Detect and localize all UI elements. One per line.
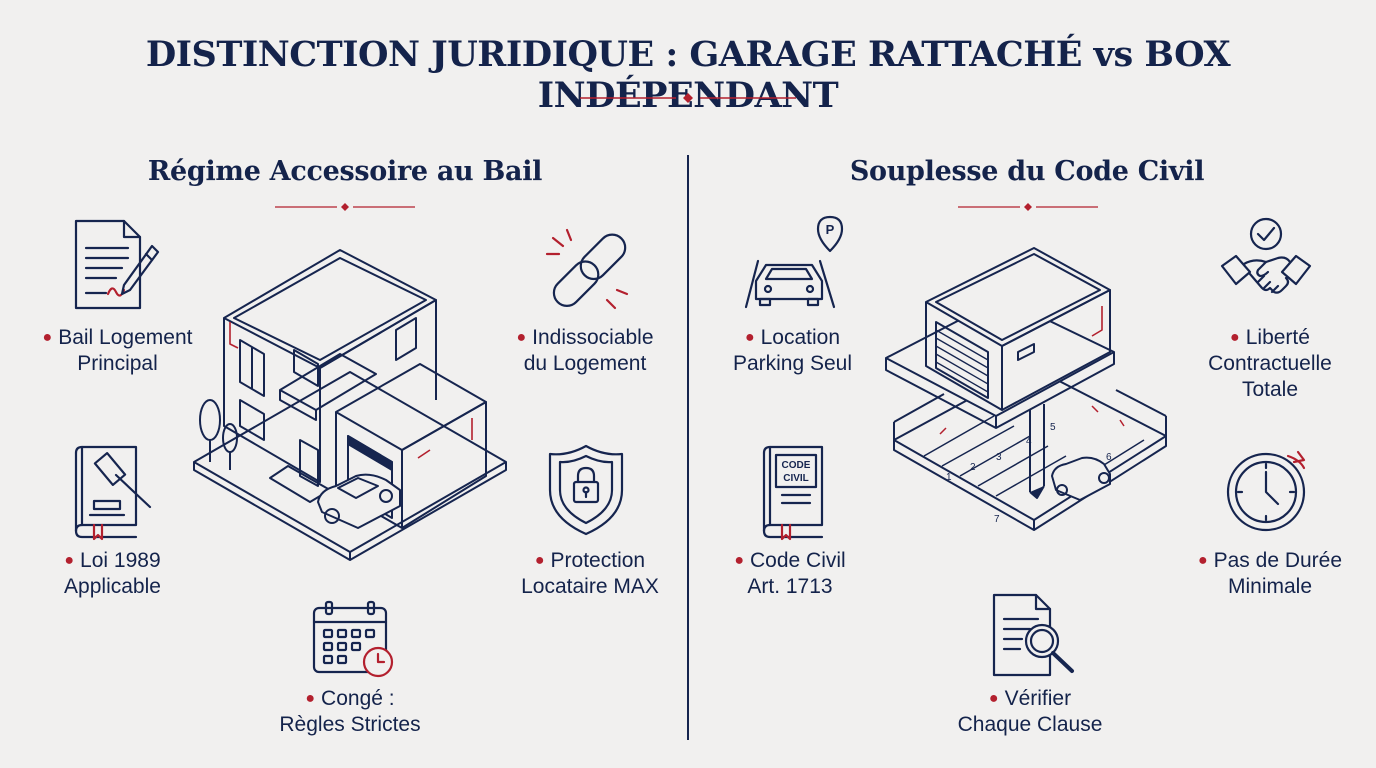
left-heading: Régime Accessoire au Bail bbox=[147, 156, 543, 187]
car-parking-icon: P bbox=[744, 215, 844, 309]
bullet-dot: ● bbox=[734, 552, 744, 569]
space-number-5: 5 bbox=[1050, 422, 1056, 433]
bullet-dot: ● bbox=[516, 329, 527, 346]
bullet-dot: ● bbox=[988, 690, 999, 707]
shield-lock-icon bbox=[548, 444, 624, 536]
bullet-dot: ● bbox=[1230, 329, 1240, 346]
stopwatch-icon bbox=[1226, 450, 1306, 532]
bullet-dot: ● bbox=[534, 552, 545, 569]
lease-document-icon bbox=[74, 219, 160, 310]
book-text-line2: CIVIL bbox=[783, 473, 809, 484]
space-number-2: 2 bbox=[970, 462, 976, 473]
space-number-1: 1 bbox=[946, 472, 952, 483]
title-ornament bbox=[580, 93, 796, 103]
chain-link-icon bbox=[545, 228, 629, 310]
calendar-clock-icon bbox=[312, 600, 394, 678]
house-attached-garage-illustration bbox=[193, 249, 507, 561]
bullet-dot: ● bbox=[305, 690, 316, 707]
parking-sign-letter: P bbox=[826, 222, 835, 237]
label-conge: ●Congé :Règles Strictes bbox=[279, 687, 421, 736]
book-text-line1: CODE bbox=[782, 460, 811, 471]
handshake-icon bbox=[1220, 217, 1312, 294]
bullet-dot: ● bbox=[1197, 552, 1208, 569]
bullet-dot: ● bbox=[42, 329, 53, 346]
space-number-3: 3 bbox=[996, 452, 1002, 463]
space-number-7: 7 bbox=[994, 514, 1000, 525]
law-book-gavel-icon bbox=[74, 445, 152, 541]
right-heading-ornament bbox=[958, 203, 1098, 211]
bullet-dot: ● bbox=[64, 552, 75, 569]
code-civil-book-icon: CODE CIVIL bbox=[762, 445, 824, 541]
space-number-6: 6 bbox=[1106, 452, 1112, 463]
document-magnifier-icon bbox=[992, 593, 1074, 677]
right-heading: Souplesse du Code Civil bbox=[849, 156, 1205, 187]
standalone-box-parking-illustration: 1 2 3 4 5 6 7 bbox=[885, 247, 1167, 531]
bullet-dot: ● bbox=[744, 329, 755, 346]
left-heading-ornament bbox=[275, 203, 415, 211]
center-divider bbox=[687, 155, 689, 740]
